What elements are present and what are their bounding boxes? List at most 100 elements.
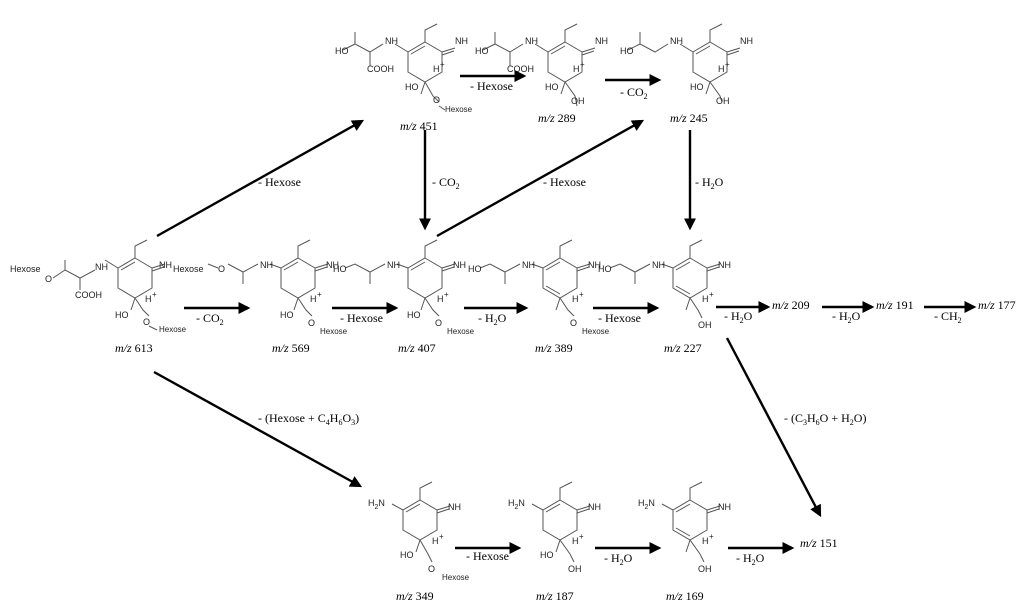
atom-nh: NH — [652, 260, 665, 270]
atom-h-plus: H — [572, 294, 579, 304]
atom-plus: + — [317, 290, 322, 299]
atom-nh: NH — [387, 260, 400, 270]
atom-ho: HO — [280, 310, 294, 320]
atom-oh: OH — [698, 320, 712, 330]
atom-hexose: Hexose — [159, 325, 187, 334]
atom-cooh: COOH — [507, 64, 534, 74]
atom-plus: + — [725, 60, 730, 69]
atom-nh: NH — [453, 260, 466, 270]
atom-nh: NH — [326, 260, 339, 270]
mz-label-569: m/z 569 — [272, 341, 310, 355]
atom-o: O — [308, 318, 315, 328]
atom-nh: NH — [455, 36, 468, 46]
label-minus-h2o: - H2O — [736, 551, 765, 567]
label-minus-h2o: - H2O — [724, 309, 753, 325]
label-minus-ch2: - CH2 — [934, 309, 962, 325]
atom-nh: NH — [525, 36, 538, 46]
atom-plus: + — [579, 290, 584, 299]
mz-label-451: m/z 451 — [400, 119, 438, 133]
atom-hexose: Hexose — [10, 264, 41, 274]
molecule-mz-451: NH HO COOH NH HO H + O Hexose — [335, 23, 473, 114]
atom-hexose: Hexose — [173, 264, 204, 274]
label-minus-hexose: - Hexose — [470, 79, 513, 93]
atom-plus: + — [440, 60, 445, 69]
molecule-mz-389: NH HO NH H + O Hexose — [468, 239, 610, 336]
atom-ho: HO — [545, 82, 559, 92]
mz-label-349: m/z 349 — [396, 589, 434, 603]
molecule-mz-169: H2N NH H + OH — [638, 481, 731, 574]
atom-o: O — [143, 317, 150, 327]
molecule-mz-349: H2N NH HO H + O Hexose — [368, 481, 470, 582]
label-minus-h2o: - H2O — [478, 311, 507, 327]
label-minus-h2o: - H2O — [832, 309, 861, 325]
atom-nh: NH — [595, 36, 608, 46]
atom-ho: HO — [335, 46, 349, 56]
mz-label-209: m/z 209 — [772, 298, 810, 312]
atom-nh: NH — [448, 502, 461, 512]
mz-label-407: m/z 407 — [398, 341, 436, 355]
atom-ho: HO — [540, 550, 554, 560]
atom-plus: + — [580, 60, 585, 69]
molecule-mz-569: NH O Hexose NH HO H + O Hexose — [173, 239, 348, 336]
atom-h-plus: H — [718, 64, 725, 74]
atom-nh: NH — [95, 262, 108, 272]
atom-nh: NH — [522, 260, 535, 270]
label-minus-co2: - CO2 — [196, 311, 224, 327]
mz-label-227: m/z 227 — [664, 341, 702, 355]
arrow-227-to-151 — [725, 337, 822, 518]
label-minus-hexose: - Hexose — [598, 311, 641, 325]
label-minus-c3h6o-h2o: - (C3H6O + H2O) — [784, 411, 866, 427]
atom-h-plus: H — [310, 294, 317, 304]
atom-o: O — [45, 274, 52, 284]
atom-h-plus: H — [433, 64, 440, 74]
atom-ho: HO — [400, 550, 414, 560]
atom-plus: + — [579, 532, 584, 541]
label-minus-hexose: - Hexose — [258, 175, 301, 189]
molecule-mz-245: NH HO NH HO H + OH — [620, 23, 753, 106]
atom-ho: HO — [407, 310, 421, 320]
arrow-613-to-349 — [153, 370, 363, 488]
mz-label-191: m/z 191 — [876, 298, 914, 312]
atom-ho: HO — [690, 82, 704, 92]
mz-label-187: m/z 187 — [536, 589, 574, 603]
atom-h2n: H2N — [368, 498, 385, 511]
atom-nh: NH — [588, 502, 601, 512]
molecule-mz-613: NH O Hexose COOH NH HO H + O Hexose — [10, 239, 187, 334]
label-minus-h2o: - H2O — [604, 551, 633, 567]
atom-ho: HO — [475, 46, 489, 56]
mz-label-169: m/z 169 — [666, 589, 704, 603]
label-minus-co2: - CO2 — [432, 175, 460, 191]
atom-oh: OH — [568, 564, 582, 574]
mz-label-151: m/z 151 — [800, 536, 838, 550]
atom-hexose: Hexose — [447, 327, 475, 336]
atom-oh: OH — [698, 564, 712, 574]
atom-ho: HO — [620, 46, 634, 56]
atom-h-plus: H — [432, 536, 439, 546]
label-minus-co2: - CO2 — [620, 85, 648, 101]
mz-label-289: m/z 289 — [538, 111, 576, 125]
atom-oh: OH — [716, 96, 730, 106]
atom-h-plus: H — [573, 64, 580, 74]
atom-h-plus: H — [145, 294, 152, 304]
atom-o: O — [218, 264, 225, 274]
atom-o: O — [435, 318, 442, 328]
atom-nh: NH — [159, 260, 172, 270]
molecule-mz-227: NH HO NH H + OH — [598, 239, 731, 330]
atom-h-plus: H — [572, 536, 579, 546]
atom-o: O — [428, 564, 435, 574]
atom-plus: + — [444, 290, 449, 299]
atom-cooh: COOH — [75, 290, 102, 300]
atom-ho: HO — [598, 264, 612, 274]
atom-nh: NH — [385, 36, 398, 46]
atom-h-plus: H — [702, 294, 709, 304]
mz-label-245: m/z 245 — [670, 111, 708, 125]
atom-oh: OH — [571, 96, 585, 106]
arrow-407-to-245 — [436, 119, 645, 238]
mz-label-613: m/z 613 — [115, 341, 153, 355]
atom-plus: + — [152, 290, 157, 299]
atom-plus: + — [709, 532, 714, 541]
atom-nh: NH — [718, 260, 731, 270]
label-minus-h2o: - H2O — [695, 175, 724, 191]
label-minus-hexose-c4h6o3: - (Hexose + C4H6O3) — [258, 411, 359, 427]
